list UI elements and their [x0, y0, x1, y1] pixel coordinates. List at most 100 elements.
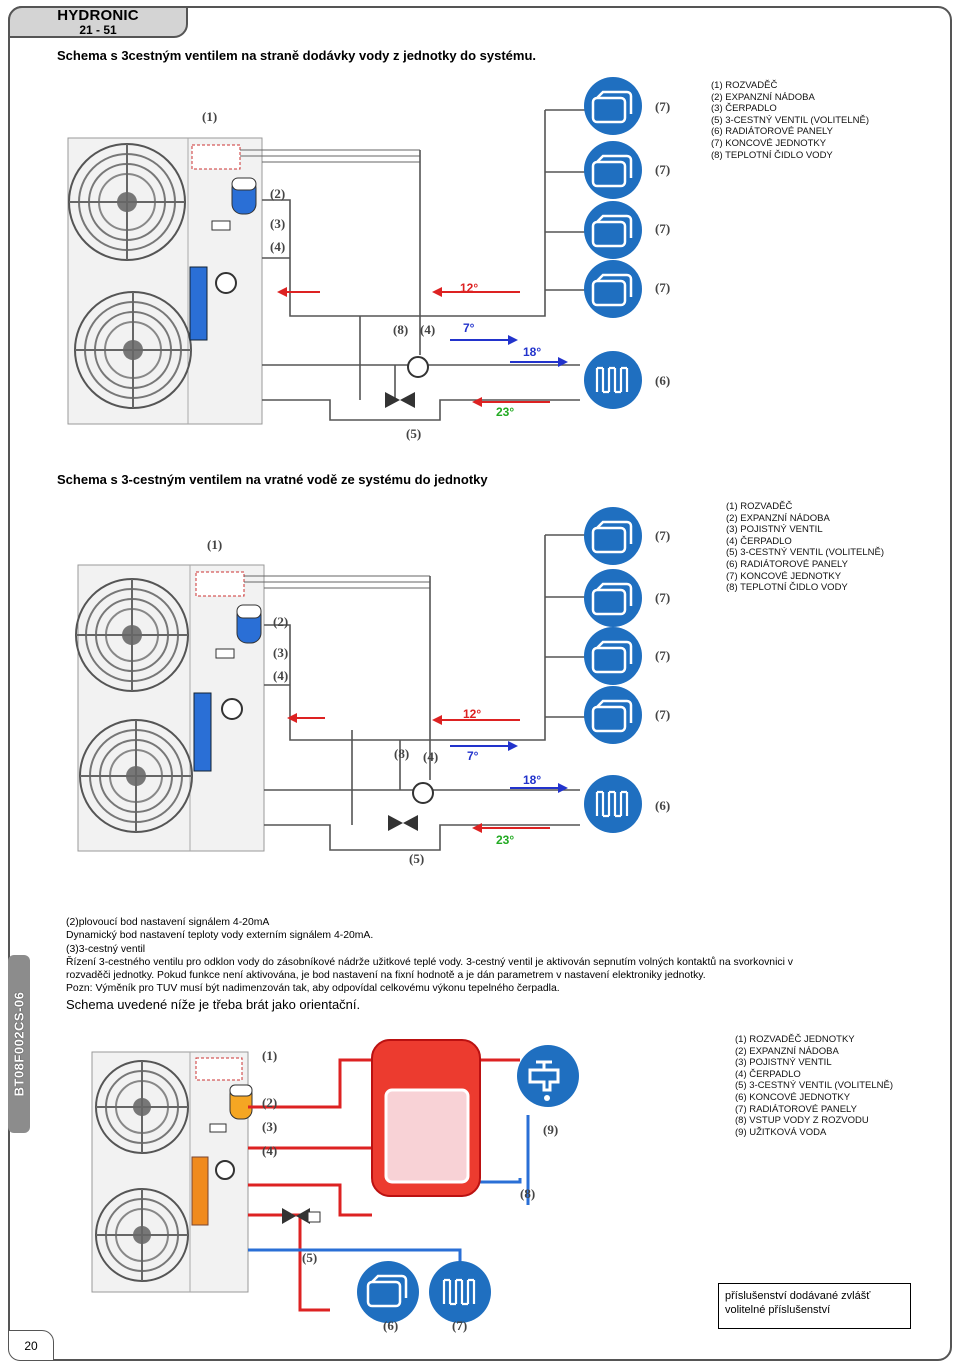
- document-code-tab: BT08F002CS-06: [8, 955, 30, 1133]
- legend-item: (7) KONCOVÉ JEDNOTKY: [726, 570, 842, 582]
- svg-text:7°: 7°: [467, 749, 479, 763]
- valve-3way-3: [282, 1208, 321, 1224]
- terminal-unit-icon: [584, 569, 642, 627]
- temp-label: 18°: [523, 345, 541, 359]
- radiator-icon: [584, 775, 642, 833]
- svg-text:(4): (4): [420, 322, 435, 337]
- terminal-unit-icon: [584, 260, 642, 318]
- svg-text:(1): (1): [207, 537, 222, 552]
- fan-icon: [95, 1188, 189, 1282]
- legend-item: (2) EXPANZNÍ NÁDOBA: [735, 1045, 839, 1057]
- svg-text:12°: 12°: [463, 707, 481, 721]
- legend-item: (7) KONCOVÉ JEDNOTKY: [711, 137, 827, 149]
- svg-text:(7): (7): [655, 99, 670, 114]
- legend-item: (3) ČERPADLO: [711, 103, 777, 115]
- flow-arrows-2: [287, 713, 568, 833]
- svg-text:(9): (9): [543, 1122, 558, 1137]
- temp-label: 12°: [460, 281, 478, 295]
- svg-text:(3): (3): [273, 645, 288, 660]
- fan-icon: [68, 143, 186, 261]
- info-note: Schema uvedené níže je třeba brát jako o…: [66, 996, 361, 1012]
- flow-arrows-1: [277, 287, 568, 407]
- info-line: (3)3-cestný ventil: [66, 943, 146, 955]
- header-box: HYDRONIC 21 - 51: [8, 6, 188, 38]
- document-code: BT08F002CS-06: [11, 991, 27, 1097]
- legend-item: (4) ČERPADLO: [735, 1068, 801, 1080]
- legend-item: (5) 3-CESTNÝ VENTIL (VOLITELNĚ): [735, 1080, 894, 1092]
- svg-text:(2): (2): [273, 614, 288, 629]
- info-line: rozvaděči jednotky. Pokud funkce není ak…: [66, 970, 706, 982]
- svg-text:(7): (7): [655, 162, 670, 177]
- legend-item: (1) ROZVADĚČ: [711, 80, 778, 91]
- svg-text:(6): (6): [383, 1318, 398, 1333]
- legend-item: (1) ROZVADĚČ JEDNOTKY: [735, 1034, 855, 1045]
- terminal-unit-icon: [584, 507, 642, 565]
- info-line: Dynamický bod nastavení teploty vody ext…: [66, 930, 374, 942]
- legend-item: (5) 3-CESTNÝ VENTIL (VOLITELNĚ): [726, 547, 885, 559]
- legend-3: (1) ROZVADĚČ JEDNOTKY(2) EXPANZNÍ NÁDOBA…: [735, 1034, 893, 1138]
- terminal-units-2: [584, 507, 642, 744]
- svg-text:(5): (5): [409, 851, 424, 866]
- svg-text:(2): (2): [270, 186, 285, 201]
- terminal-units-1: [584, 77, 642, 318]
- svg-text:(5): (5): [406, 426, 421, 441]
- legend-item: (5) 3-CESTNÝ VENTIL (VOLITELNĚ): [711, 114, 870, 126]
- temp-label: 7°: [463, 321, 475, 335]
- accessory-line: volitelné příslušenství: [725, 1304, 831, 1316]
- svg-text:(3): (3): [270, 216, 285, 231]
- svg-text:(6): (6): [655, 373, 670, 388]
- svg-text:(1): (1): [262, 1048, 277, 1063]
- page-number: 20: [8, 1330, 54, 1361]
- info-line: Pozn: Výměník pro TUV musí být nadimenzo…: [66, 983, 560, 995]
- legend-item: (8) VSTUP VODY Z ROZVODU: [735, 1115, 869, 1127]
- legend-item: (2) EXPANZNÍ NÁDOBA: [711, 91, 815, 103]
- terminal-unit-icon: [584, 201, 642, 259]
- svg-text:(4): (4): [273, 668, 288, 683]
- legend-item: (9) UŽITKOVÁ VODA: [735, 1126, 827, 1138]
- svg-text:(4): (4): [262, 1143, 277, 1158]
- legend-1: (1) ROZVADĚČ(2) EXPANZNÍ NÁDOBA(3) ČERPA…: [711, 80, 869, 161]
- fan-icon: [79, 719, 193, 833]
- valve-3way-2: [388, 782, 434, 831]
- radiator-icon: [584, 351, 642, 409]
- heat-pump-unit-1: [67, 137, 420, 425]
- legend-2: (1) ROZVADĚČ(2) EXPANZNÍ NÁDOBA(3) POJIS…: [726, 501, 884, 594]
- legend-item: (6) KONCOVÉ JEDNOTKY: [735, 1091, 851, 1103]
- terminal-unit-icon: [584, 627, 642, 685]
- fan-icon: [74, 291, 192, 409]
- legend-item: (8) TEPLOTNÍ ČIDLO VODY: [726, 582, 848, 594]
- heat-pump-unit-2: [75, 564, 430, 852]
- svg-text:(2): (2): [262, 1095, 277, 1110]
- terminal-unit-icon: [357, 1261, 419, 1323]
- fan-icon: [95, 1060, 189, 1154]
- section-title-2: Schema s 3-cestným ventilem na vratné vo…: [57, 472, 488, 487]
- svg-text:(7): (7): [655, 648, 670, 663]
- legend-item: (2) EXPANZNÍ NÁDOBA: [726, 512, 830, 524]
- svg-text:(7): (7): [655, 707, 670, 722]
- fan-icon: [75, 578, 189, 692]
- legend-item: (3) POJISTNÝ VENTIL: [726, 524, 823, 536]
- tank-icon: [371, 1039, 481, 1197]
- svg-text:(7): (7): [655, 280, 670, 295]
- product-name: HYDRONIC: [57, 7, 139, 24]
- svg-text:(4): (4): [423, 749, 438, 764]
- accessory-legend-box: příslušenství dodávané zvlášť volitelné …: [718, 1283, 911, 1329]
- terminal-unit-icon: [584, 686, 642, 744]
- legend-item: (3) POJISTNÝ VENTIL: [735, 1057, 832, 1069]
- info-text: (2)plovoucí bod nastavení signálem 4-20m…: [66, 916, 936, 1013]
- heat-pump-unit-3: [91, 1051, 253, 1293]
- legend-item: (7) RADIÁTOROVÉ PANELY: [735, 1103, 857, 1115]
- legend-item: (8) TEPLOTNÍ ČIDLO VODY: [711, 149, 833, 161]
- legend-item: (6) RADIÁTOROVÉ PANELY: [711, 126, 833, 138]
- temp-label: 23°: [496, 405, 514, 419]
- terminal-unit-icon: [584, 141, 642, 199]
- water-tap-icon: [517, 1045, 579, 1107]
- svg-text:(7): (7): [655, 528, 670, 543]
- svg-text:(6): (6): [655, 798, 670, 813]
- legend-item: (6) RADIÁTOROVÉ PANELY: [726, 558, 848, 570]
- svg-text:(8): (8): [394, 746, 409, 761]
- svg-text:23°: 23°: [496, 833, 514, 847]
